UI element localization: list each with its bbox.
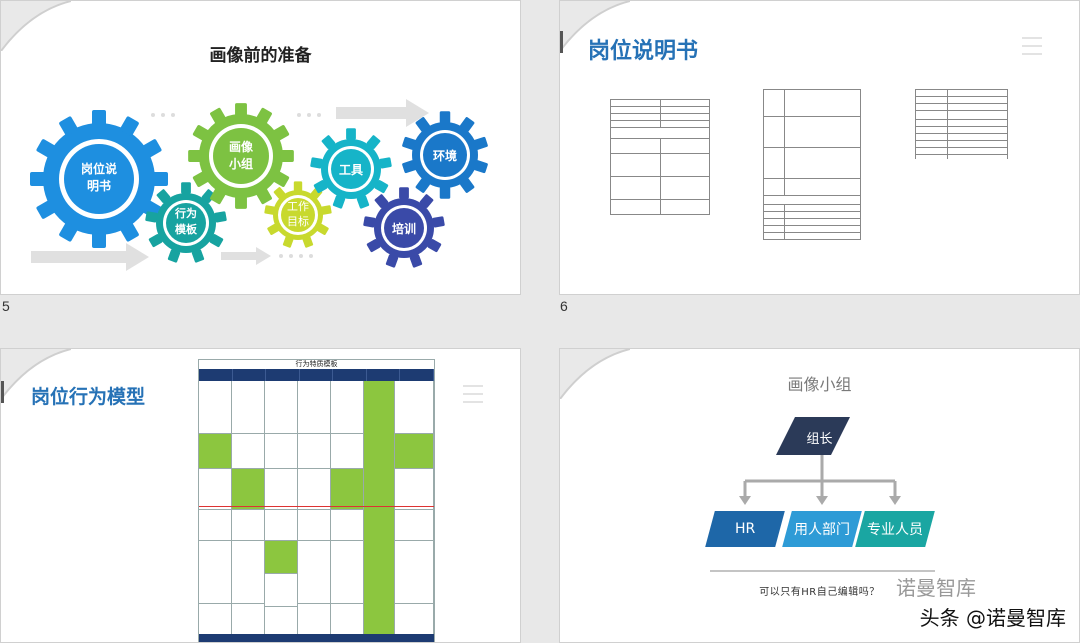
page-curl-decoration [1,349,71,399]
table-footer-row [199,634,434,642]
gear-label-tools: 工具 [338,163,363,177]
document-page-2-image [763,89,861,254]
org-root-label: 组长 [806,432,833,447]
page-curl-decoration [560,349,630,399]
slide-5-thumbnail[interactable]: 画像前的准备 [0,0,521,295]
org-child-dept: 用人部门 [782,511,862,547]
title-accent-bar [560,31,563,53]
slide-number: 6 [560,298,568,314]
watermark-text: 头条 @诺曼智库 [919,606,1066,630]
slide-title: 画像小组 [787,375,852,394]
menu-lines-decoration [463,385,483,409]
gear-label-behavior-template: 行为 模板 [175,207,197,236]
page-curl-decoration [1,1,71,51]
slide-number: 5 [2,298,10,314]
slide-6-thumbnail[interactable]: 岗位说明书 [559,0,1080,295]
gears-diagram [30,99,489,271]
title-accent-bar [1,381,4,403]
gear-label-job-description: 岗位说 明书 [80,162,117,193]
org-child-expert: 专业人员 [855,511,935,547]
slide-7-thumbnail[interactable]: 岗位行为模型 行为特质模板 [0,348,521,643]
document-page-1-image [610,89,710,231]
slide-title: 岗位行为模型 [31,386,146,408]
slide-title: 画像前的准备 [209,46,312,66]
page-curl-decoration [560,1,630,51]
slide-8-thumbnail[interactable]: 画像小组 组长 HR 用人部门 专业人员 可以只有HR自己编辑吗？ [559,348,1080,643]
separator-line [199,506,434,507]
watermark-faint: 诺曼智库 [896,576,976,600]
gear-label-work-goals: 工作 目标 [287,200,309,228]
question-text: 可以只有HR自己编辑吗？ [759,587,880,598]
org-child-hr: HR [705,511,785,547]
slide-title: 岗位说明书 [588,39,699,64]
table-header-row [199,369,434,381]
gear-label-portrait-group: 画像 小组 [228,140,253,171]
behavior-template-table: 行为特质模板 [198,359,435,642]
gear-label-environment: 环境 [432,149,457,163]
org-chart-connectors [710,417,935,572]
gear-label-training: 培训 [391,222,416,236]
document-page-3-image [915,89,1008,159]
menu-lines-decoration [1022,37,1042,61]
table-title: 行为特质模板 [295,360,338,368]
